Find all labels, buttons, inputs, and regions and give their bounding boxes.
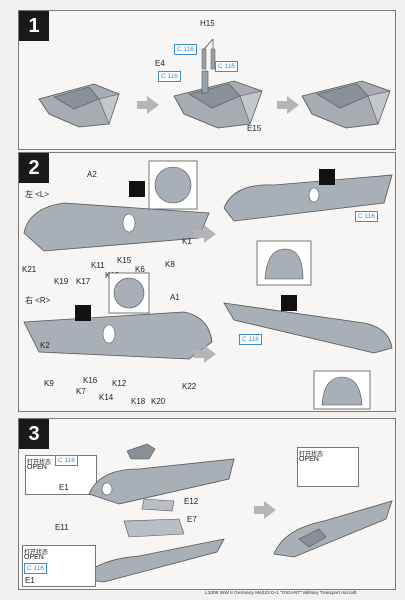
step2-panel: 2 A2 左 <L> K1 K21 K19 K11 K15 K6 K8 K17 … <box>18 152 396 412</box>
label-a2: A2 <box>87 170 97 179</box>
detail-magnifier <box>108 272 150 314</box>
label-e4: E4 <box>155 59 165 68</box>
step-arrow <box>254 501 276 519</box>
label-e11: E11 <box>55 523 69 532</box>
label-k12: K12 <box>112 379 127 388</box>
label-e12: E12 <box>184 497 199 506</box>
detail-magnifier <box>148 160 198 210</box>
label-k21: K21 <box>22 265 37 274</box>
color-tag: C 116 <box>355 211 378 222</box>
label-h15: H15 <box>200 19 215 28</box>
cockpit-subassembly <box>126 443 156 460</box>
open-text-en: OPEN <box>24 554 44 561</box>
label-k11: K11 <box>91 261 105 270</box>
cement-icon <box>281 295 297 311</box>
label-k6: K6 <box>135 265 145 274</box>
fuselage-assembly <box>88 458 235 505</box>
label-k8: K8 <box>165 260 175 269</box>
cockpit-part-stage3 <box>301 80 391 129</box>
open-text-en: OPEN <box>299 456 319 463</box>
step-arrow <box>194 225 216 243</box>
label-k18: K18 <box>131 397 146 406</box>
step1-panel: 1 H15 E4 C 116 C 116 C 116 E15 <box>18 10 396 150</box>
label-e7: E7 <box>187 515 197 524</box>
detail-inset-left <box>256 240 312 286</box>
step-arrow <box>277 96 299 114</box>
open-text-cn: 打开状态 <box>27 460 52 466</box>
side-label-left: 左 <L> <box>25 190 50 199</box>
fuselage-right-result <box>223 302 393 354</box>
cockpit-part-stage1 <box>38 83 120 128</box>
fuselage-right-half <box>23 311 213 360</box>
cement-icon <box>129 181 145 197</box>
footer-caption: L1006 WW II Germany Me323 D-1 "GIGANT" M… <box>205 591 357 596</box>
step-arrow <box>137 96 159 114</box>
label-e1-bottom: E1 <box>25 576 35 585</box>
label-k9: K9 <box>44 379 54 388</box>
fuselage-left-half <box>23 202 210 252</box>
label-k15: K15 <box>117 256 132 265</box>
label-k14: K14 <box>99 393 114 402</box>
detail-inset-right <box>313 370 371 410</box>
cement-icon <box>75 305 91 321</box>
label-e1-top: E1 <box>59 483 69 492</box>
color-tag: C 116 <box>55 455 78 466</box>
h15-parts <box>201 38 216 70</box>
color-tag: C 116 <box>239 334 262 345</box>
step-number: 1 <box>19 11 49 41</box>
open-text-en: OPEN <box>27 464 47 471</box>
label-k19: K19 <box>54 277 69 286</box>
label-k20: K20 <box>151 397 166 406</box>
step-number: 3 <box>19 419 49 449</box>
step-arrow <box>194 345 216 363</box>
label-k22: K22 <box>182 382 197 391</box>
label-e15: E15 <box>247 124 262 133</box>
label-k16: K16 <box>83 376 98 385</box>
cockpit-part-stage2 <box>173 70 263 129</box>
side-label-right: 右 <R> <box>25 296 51 305</box>
label-k2: K2 <box>40 341 50 350</box>
assembled-nose <box>273 500 393 558</box>
floor-panels <box>123 498 185 538</box>
open-text-cn: 打开状态 <box>299 452 324 458</box>
label-k7: K7 <box>76 387 86 396</box>
color-tag: C 116 <box>215 61 238 72</box>
label-k17: K17 <box>76 277 91 286</box>
open-text-cn: 打开状态 <box>24 550 49 556</box>
fuselage-left-result <box>223 174 393 222</box>
color-tag: C 116 <box>24 563 47 574</box>
step-number: 2 <box>19 153 49 183</box>
color-tag: C 116 <box>158 71 181 82</box>
open-inset-result <box>297 447 359 487</box>
label-a1: A1 <box>170 293 180 302</box>
fuselage-lower-half <box>78 538 225 583</box>
label-k1: K1 <box>182 237 192 246</box>
cement-icon <box>319 169 335 185</box>
color-tag: C 116 <box>174 44 197 55</box>
step3-panel: 3 打开状态 OPEN C 116 E1 E12 E7 E11 打开状态 OPE… <box>18 418 396 590</box>
